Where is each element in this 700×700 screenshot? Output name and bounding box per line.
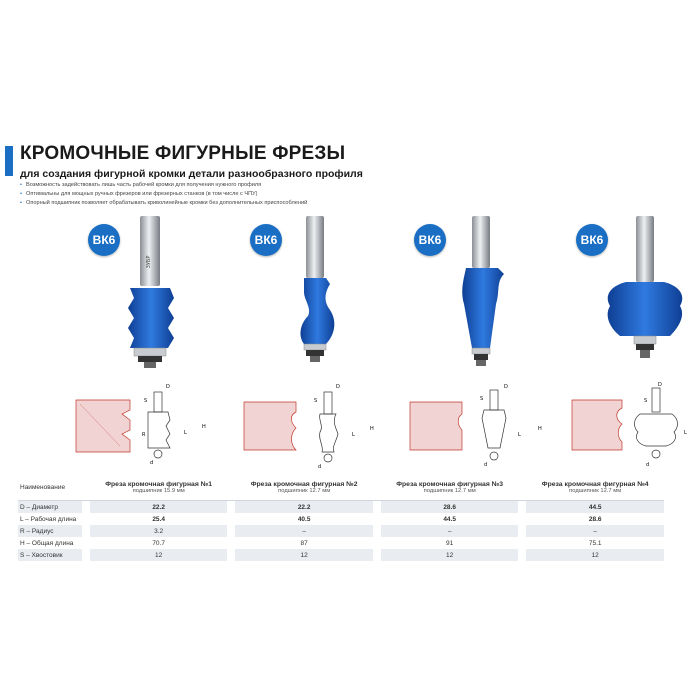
material-badge: ВК6 bbox=[414, 224, 446, 256]
svg-text:d: d bbox=[646, 462, 649, 468]
table-row: H – Общая длина 70.7 87 91 75.1 bbox=[20, 539, 602, 547]
svg-text:S: S bbox=[480, 396, 483, 402]
feature-item: Возможность задействовать лишь часть раб… bbox=[20, 181, 307, 190]
table-row: R – Радиус 3.2 – – – bbox=[18, 525, 664, 537]
profile-diagram-1: D S H L R d bbox=[75, 384, 206, 466]
profile-diagram-3: D S H L d bbox=[409, 384, 542, 468]
page-title: КРОМОЧНЫЕ ФИГУРНЫЕ ФРЕЗЫ bbox=[20, 143, 346, 164]
specs-header-row: Наименование Фреза кромочная фигурная №1… bbox=[18, 474, 664, 501]
router-bit-3-image bbox=[462, 216, 504, 366]
svg-text:d: d bbox=[150, 460, 153, 466]
profile-diagram-4: D S H L d bbox=[571, 382, 687, 468]
svg-text:L: L bbox=[518, 432, 521, 438]
svg-text:D: D bbox=[658, 382, 662, 388]
svg-text:D: D bbox=[336, 384, 340, 390]
svg-text:L: L bbox=[352, 432, 355, 438]
specs-column-header: Фреза кромочная фигурная №2 подшипник 12… bbox=[235, 474, 373, 501]
svg-text:d: d bbox=[484, 462, 487, 468]
svg-text:D: D bbox=[504, 384, 508, 390]
router-bit-2-image bbox=[300, 216, 335, 362]
table-row: D – Диаметр 22.2 22.2 28.6 44.5 bbox=[18, 500, 664, 513]
product-3: ВК6 bbox=[414, 212, 526, 372]
svg-text:L: L bbox=[184, 430, 187, 436]
router-bit-4-image bbox=[607, 216, 683, 358]
table-row: S – Хвостовик 12 12 12 12 bbox=[18, 549, 664, 561]
svg-text:H: H bbox=[538, 426, 542, 432]
feature-item: Опорный подшипник позволяет обрабатывать… bbox=[20, 199, 307, 208]
table-row: L – Рабочая длина 25.4 40.5 44.5 28.6 bbox=[20, 515, 602, 523]
specs-column-header: Фреза кромочная фигурная №1 подшипник 15… bbox=[89, 474, 228, 501]
svg-text:S: S bbox=[144, 398, 147, 404]
material-badge: ВК6 bbox=[576, 224, 608, 256]
product-1: ВК6 ЗУБР bbox=[88, 212, 200, 372]
svg-text:H: H bbox=[370, 426, 374, 432]
svg-text:L: L bbox=[684, 430, 687, 436]
specs-column-header: Фреза кромочная фигурная №4 подшипник 12… bbox=[526, 474, 664, 501]
svg-text:S: S bbox=[314, 398, 317, 404]
svg-text:d: d bbox=[318, 464, 321, 470]
svg-text:R: R bbox=[142, 432, 146, 438]
specs-table: Наименование Фреза кромочная фигурная №1… bbox=[18, 474, 664, 561]
feature-list: Возможность задействовать лишь часть раб… bbox=[20, 181, 307, 208]
material-badge: ВК6 bbox=[88, 224, 120, 256]
router-bit-1-image: ЗУБР bbox=[128, 216, 174, 368]
logo-text: ЗУБР bbox=[146, 256, 152, 269]
accent-bar bbox=[5, 146, 13, 176]
product-4: ВК6 bbox=[576, 212, 688, 372]
page-subtitle: для создания фигурной кромки детали разн… bbox=[20, 168, 363, 180]
material-badge: ВК6 bbox=[250, 224, 282, 256]
feature-item: Оптимальны для мощных ручных фрезеров ил… bbox=[20, 190, 307, 199]
profile-diagram-2: D S H L d bbox=[243, 384, 374, 470]
specs-header-label: Наименование bbox=[18, 474, 82, 501]
svg-text:D: D bbox=[166, 384, 170, 390]
specs-column-header: Фреза кромочная фигурная №3 подшипник 12… bbox=[380, 474, 519, 501]
svg-text:S: S bbox=[644, 398, 647, 404]
svg-text:H: H bbox=[202, 424, 206, 430]
product-2: ВК6 bbox=[250, 212, 362, 372]
